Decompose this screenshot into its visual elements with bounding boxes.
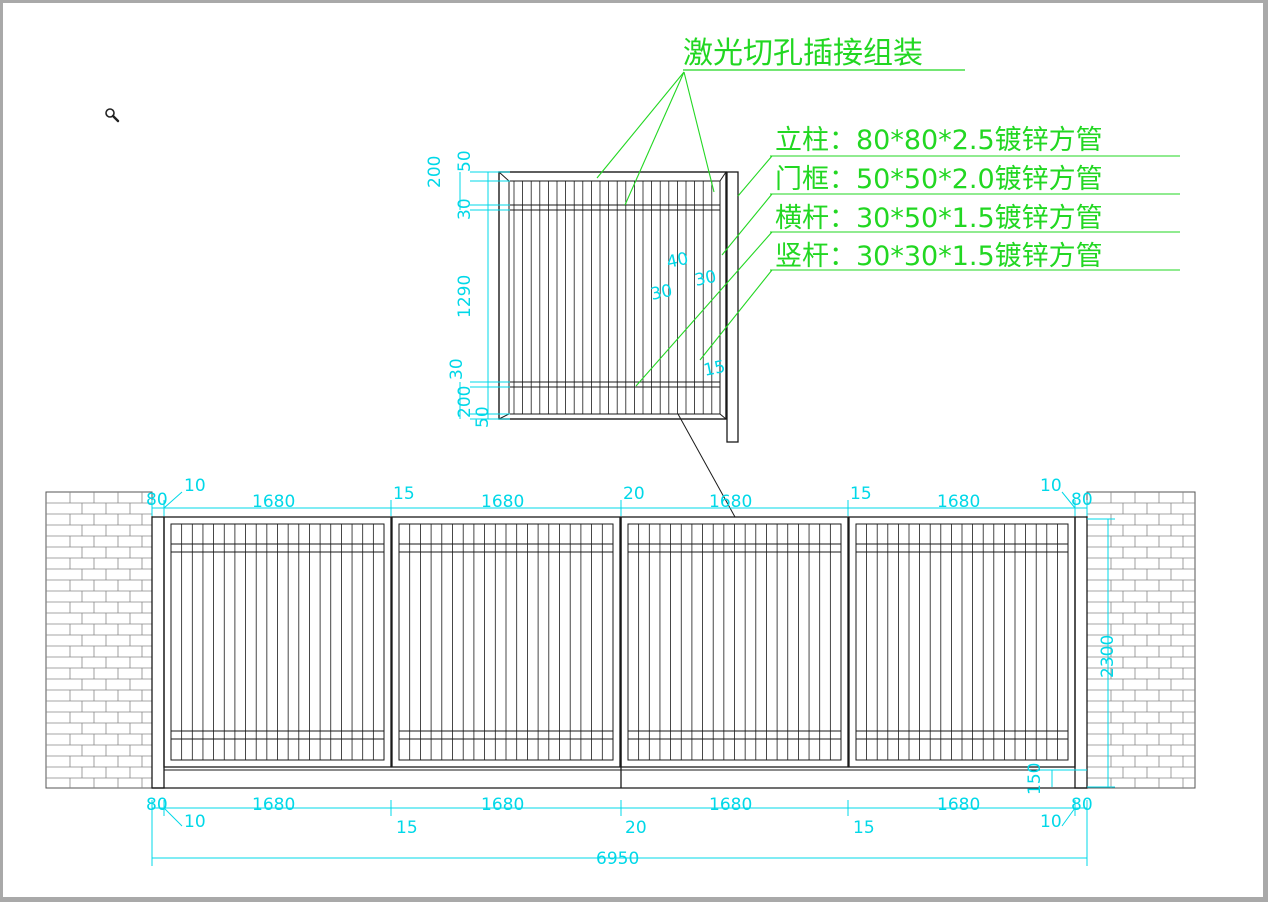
leader-assembly — [683, 71, 715, 193]
dim-panel-1-bottom: 1680 — [252, 795, 295, 815]
leader-frame — [721, 193, 773, 256]
drawing-sheet: 激光切孔插接组装 立柱：80*80*2.5镀锌方管 门框：50*50*2.0镀锌… — [3, 3, 1263, 897]
dim-gate-height: 2300 — [1098, 635, 1118, 678]
dim-detail-200-bottom: 200 — [455, 386, 475, 418]
dim-bottom-clearance: 150 — [1025, 763, 1045, 795]
dim-gap-a-bottom: 15 — [396, 818, 418, 838]
leader-assembly — [596, 71, 685, 179]
brick-wall-left — [45, 491, 153, 789]
dim-panel-2-bottom: 1680 — [481, 795, 524, 815]
spec-post: 立柱：80*80*2.5镀锌方管 — [775, 125, 1103, 156]
frame-miter — [719, 171, 727, 182]
wall-outline — [45, 491, 153, 789]
dimension-lines — [151, 171, 1115, 866]
leader-picket — [699, 269, 773, 361]
dim-detail-30-a: 30 — [693, 267, 718, 291]
gate-panel-4 — [848, 516, 1076, 768]
detail-frame-outer — [498, 171, 727, 420]
dim-panel-4-top: 1680 — [937, 492, 980, 512]
dim-detail-40: 40 — [665, 249, 690, 273]
frame-miter — [498, 171, 510, 182]
detail-callout-line — [677, 413, 736, 518]
magnifier-icon[interactable] — [104, 107, 120, 123]
gate-elevation — [151, 516, 1088, 789]
dim-panel-1-top: 1680 — [252, 492, 295, 512]
dim-detail-30-b: 30 — [649, 281, 674, 305]
dim-panel-3-top: 1680 — [709, 492, 752, 512]
dim-gap-center-top: 20 — [623, 484, 645, 504]
panel-frame-outer — [163, 516, 392, 768]
detail-frame-inner — [508, 180, 721, 415]
leader-assembly — [624, 71, 685, 206]
dim-total-width: 6950 — [596, 849, 639, 869]
dim-post-right-bottom: 80 — [1071, 795, 1093, 815]
dim-panel-4-bottom: 1680 — [937, 795, 980, 815]
panel-frame-outer — [848, 516, 1076, 768]
dim-panel-3-bottom: 1680 — [709, 795, 752, 815]
dim-leader-gap-left-top — [163, 491, 183, 509]
dim-detail-15: 15 — [702, 357, 727, 381]
dim-detail-200-top: 200 — [425, 156, 445, 188]
dim-leader-gap-right-bottom — [1061, 807, 1076, 827]
dim-post-left-top: 80 — [146, 490, 168, 510]
dim-detail-30-top: 30 — [455, 198, 475, 220]
dim-leader-gap-left-bottom — [163, 807, 183, 827]
gate-panel-2 — [391, 516, 621, 768]
brick-wall-right — [1086, 491, 1196, 789]
dim-detail-50-top: 50 — [455, 150, 475, 172]
dim-gap-left-top: 10 — [184, 476, 206, 496]
leader-post — [737, 155, 773, 197]
dim-leader-gap-right-top — [1061, 491, 1076, 509]
dim-post-right-top: 80 — [1071, 490, 1093, 510]
dim-detail-30-bottom: 30 — [447, 358, 467, 380]
spec-rail: 横杆：30*50*1.5镀锌方管 — [775, 203, 1103, 234]
post-right — [1074, 516, 1088, 789]
brick-walls — [45, 491, 1196, 789]
frame-miter — [719, 413, 727, 420]
leader-lines — [596, 69, 1180, 387]
leader-rail — [635, 231, 773, 387]
panel-frame-outer — [391, 516, 621, 768]
dim-detail-1290: 1290 — [455, 275, 475, 318]
dim-gap-right-top: 10 — [1040, 476, 1062, 496]
detail-title: 激光切孔插接组装 — [683, 36, 923, 71]
spec-frame: 门框：50*50*2.0镀锌方管 — [775, 164, 1103, 195]
frame-miter — [498, 413, 510, 420]
dim-post-left-bottom: 80 — [146, 795, 168, 815]
dim-panel-2-top: 1680 — [481, 492, 524, 512]
dim-gap-center-bottom: 20 — [625, 818, 647, 838]
gate-drawing: 激光切孔插接组装 立柱：80*80*2.5镀锌方管 门框：50*50*2.0镀锌… — [45, 36, 1196, 869]
dim-gap-b-bottom: 15 — [853, 818, 875, 838]
dim-gap-left-bottom: 10 — [184, 812, 206, 832]
gate-panel-detail — [498, 171, 739, 518]
dim-gap-right-bottom: 10 — [1040, 812, 1062, 832]
gate-panel-3 — [620, 516, 849, 768]
spec-picket: 竖杆：30*30*1.5镀锌方管 — [775, 241, 1103, 272]
dim-detail-50-bottom: 50 — [473, 406, 493, 428]
detail-post — [726, 171, 739, 443]
post-left — [151, 516, 165, 789]
dim-gap-a-top: 15 — [393, 484, 415, 504]
gate-panel-1 — [163, 516, 392, 768]
dim-gap-b-top: 15 — [850, 484, 872, 504]
